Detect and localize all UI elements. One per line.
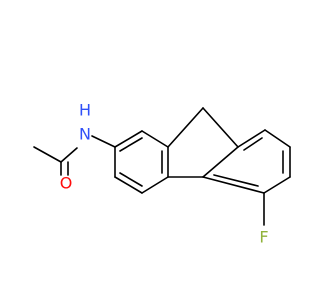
- bond-c1-c9a: [141, 130, 169, 148]
- bond-c6-c5: [263, 176, 291, 194]
- molecule-canvas: H N O F: [33, 100, 291, 247]
- bond-c4b-c8a: [202, 146, 239, 178]
- bond-co-n: [60, 147, 78, 163]
- bond-ch3-co: [33, 146, 62, 163]
- bond-n-c2: [91, 135, 116, 148]
- oxygen-label: O: [60, 174, 73, 193]
- bond-c5-c4b: [202, 176, 265, 194]
- bond-left-inner-3: [119, 172, 143, 187]
- nitrogen-label: N: [79, 125, 91, 144]
- bond-c9-c8a: [202, 107, 239, 148]
- bond-c4-c3: [114, 176, 143, 194]
- bond-c8a-c8: [237, 129, 266, 148]
- bond-right-inner-1: [243, 137, 263, 151]
- bond-left-inner-1: [119, 137, 143, 152]
- bond-c9a-c9: [167, 107, 204, 148]
- bond-right-inner-3: [213, 174, 259, 187]
- bond-group: [33, 107, 291, 226]
- bond-c2-c1: [114, 130, 143, 148]
- fluorine-label: F: [259, 228, 268, 247]
- bond-c8-c7: [264, 129, 291, 148]
- atom-labels: H N O F: [60, 101, 269, 247]
- hydrogen-label: H: [79, 101, 91, 120]
- molecule-structure: H N O F: [33, 101, 291, 247]
- bond-c4a-c4: [141, 176, 169, 194]
